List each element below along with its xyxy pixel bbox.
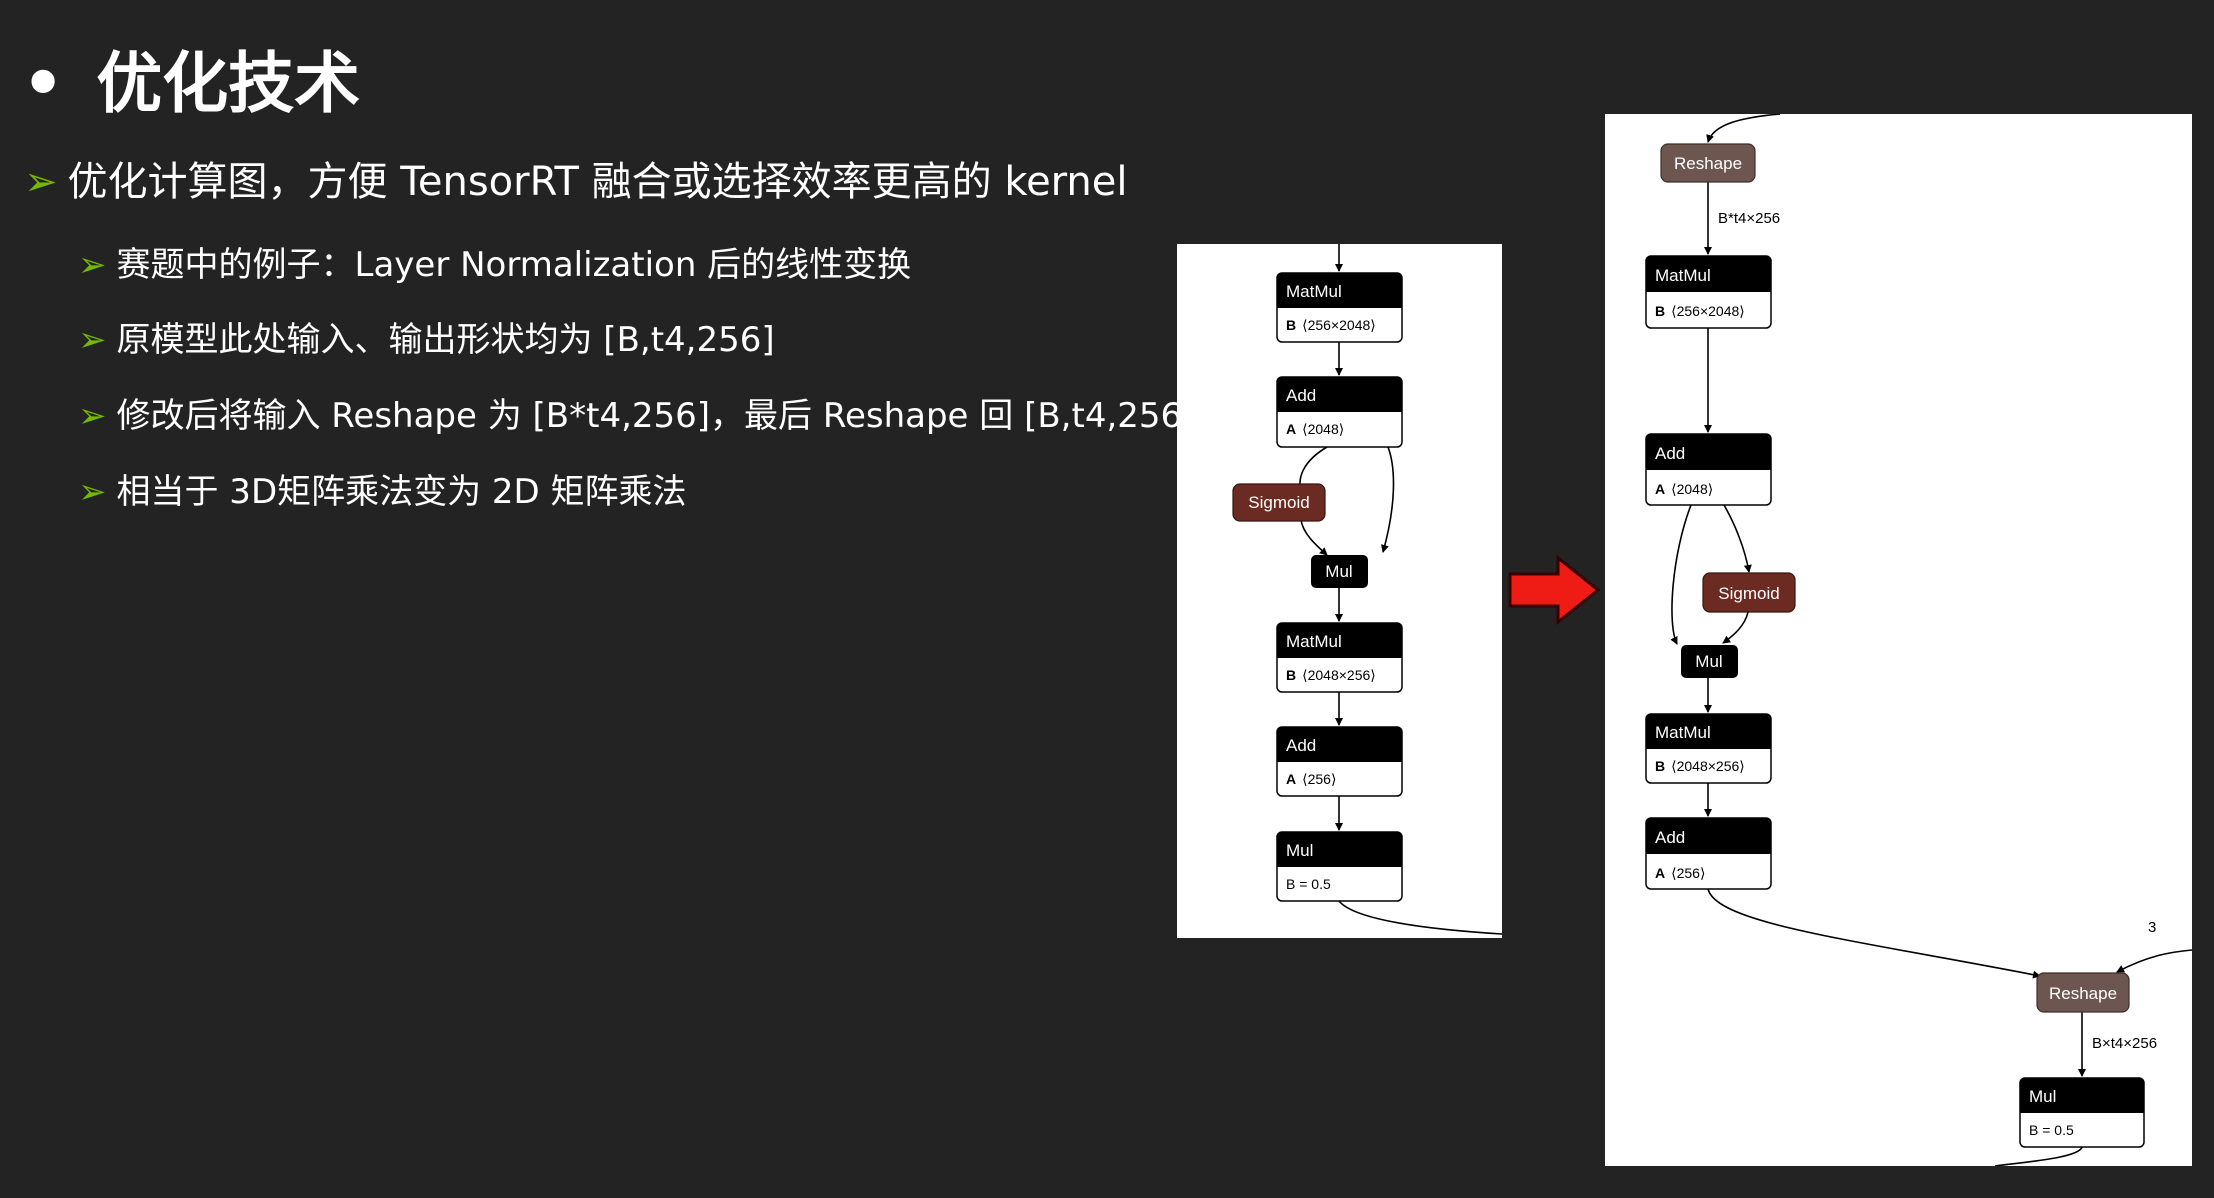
svg-text:A⟨2048⟩: A ⟨2048⟩ xyxy=(1286,421,1344,437)
sub-bullet-text: 相当于 3D矩阵乘法变为 2D 矩阵乘法 xyxy=(116,472,687,512)
optimized-graph-edges xyxy=(1670,114,2192,1166)
node-title: Add xyxy=(1655,444,1685,463)
node-title: Reshape xyxy=(1674,154,1742,173)
node-reshape-2: Reshape xyxy=(2036,972,2130,1013)
node-title: MatMul xyxy=(1286,282,1342,301)
node-attr-key: B xyxy=(1655,758,1665,774)
node-add-1: Add A ⟨2048⟩ xyxy=(1645,433,1772,506)
slide-title: • 优化技术 xyxy=(22,44,360,124)
sub-bullet-2: ➢原模型此处输入、输出形状均为 [B,t4,256] xyxy=(78,316,775,364)
node-attr-value: B = 0.5 xyxy=(1286,876,1331,892)
optimized-graph-panel: B*t4×256 3 B×t4×256 Reshape MatMul B ⟨256… xyxy=(1605,114,2192,1166)
node-title: Mul xyxy=(1695,652,1722,671)
edge-label-shape-input: 3 xyxy=(2148,919,2156,936)
node-add-2: Add A ⟨256⟩ xyxy=(1645,817,1772,890)
svg-text:B⟨256×2048⟩: B ⟨256×2048⟩ xyxy=(1286,317,1376,333)
node-matmul-2: MatMul B ⟨2048×256⟩ xyxy=(1276,622,1403,693)
node-title: Add xyxy=(1286,736,1316,755)
svg-text:B⟨256×2048⟩: B ⟨256×2048⟩ xyxy=(1655,303,1745,319)
green-arrow-icon: ➢ xyxy=(78,245,107,285)
node-sigmoid: Sigmoid xyxy=(1232,483,1326,522)
original-graph-svg: MatMul B ⟨256×2048⟩ Add A ⟨2048⟩ Sigmoid M… xyxy=(1232,244,1502,935)
main-bullet: ➢优化计算图，方便 TensorRT 融合或选择效率更高的 kernel xyxy=(24,154,1128,210)
node-title: MatMul xyxy=(1655,723,1711,742)
node-title: Mul xyxy=(1325,562,1352,581)
node-attr-value: B = 0.5 xyxy=(2029,1122,2074,1138)
green-arrow-icon: ➢ xyxy=(78,396,107,436)
node-title: Mul xyxy=(2029,1087,2056,1106)
green-arrow-icon: ➢ xyxy=(78,472,107,512)
sub-bullet-1: ➢赛题中的例子：Layer Normalization 后的线性变换 xyxy=(78,241,911,289)
original-graph-panel: MatMul B ⟨256×2048⟩ Add A ⟨2048⟩ Sigmoid M… xyxy=(1177,244,1502,938)
node-attr-key: A xyxy=(1655,865,1665,881)
sub-bullet-3: ➢修改后将输入 Reshape 为 [B*t4,256]，最后 Reshape … xyxy=(78,392,1195,440)
sub-bullet-4: ➢相当于 3D矩阵乘法变为 2D 矩阵乘法 xyxy=(78,468,687,516)
node-mul-1: Mul xyxy=(1311,555,1368,588)
svg-text:A⟨256⟩: A ⟨256⟩ xyxy=(1286,771,1336,787)
node-attr-key: A xyxy=(1655,481,1665,497)
node-attr-value: ⟨2048⟩ xyxy=(1671,481,1713,497)
node-title: Reshape xyxy=(2049,984,2117,1003)
node-sigmoid: Sigmoid xyxy=(1702,572,1796,613)
node-attr-key: A xyxy=(1286,771,1296,787)
node-attr-value: ⟨256⟩ xyxy=(1302,771,1336,787)
node-attr-key: B xyxy=(1286,317,1296,333)
bullet-dot-icon: • xyxy=(22,45,65,122)
node-matmul-2: MatMul B ⟨2048×256⟩ xyxy=(1645,713,1772,784)
red-right-arrow-icon xyxy=(1508,554,1601,626)
main-bullet-text: 优化计算图，方便 TensorRT 融合或选择效率更高的 kernel xyxy=(67,159,1128,205)
green-arrow-icon: ➢ xyxy=(78,320,107,360)
node-title: Add xyxy=(1655,828,1685,847)
sub-bullet-text: 原模型此处输入、输出形状均为 [B,t4,256] xyxy=(116,320,775,360)
sub-bullet-text: 赛题中的例子：Layer Normalization 后的线性变换 xyxy=(116,245,912,285)
optimized-graph-svg: B*t4×256 3 B×t4×256 Reshape MatMul B ⟨256… xyxy=(1645,114,2192,1166)
node-title: MatMul xyxy=(1655,266,1711,285)
node-mul-2: Mul B = 0.5 xyxy=(1276,831,1403,902)
node-attr-value: ⟨256×2048⟩ xyxy=(1302,317,1376,333)
sub-bullet-text: 修改后将输入 Reshape 为 [B*t4,256]，最后 Reshape 回… xyxy=(116,396,1196,436)
svg-text:A⟨2048⟩: A ⟨2048⟩ xyxy=(1655,481,1713,497)
node-title: Sigmoid xyxy=(1718,584,1779,603)
node-attr-value: ⟨256⟩ xyxy=(1671,865,1705,881)
node-attr-key: A xyxy=(1286,421,1296,437)
node-attr-value: ⟨2048×256⟩ xyxy=(1302,667,1376,683)
node-matmul-1: MatMul B ⟨256×2048⟩ xyxy=(1276,272,1403,343)
svg-text:B⟨2048×256⟩: B ⟨2048×256⟩ xyxy=(1286,667,1376,683)
edge-label-reshape-output: B*t4×256 xyxy=(1718,210,1780,227)
node-title: Mul xyxy=(1286,841,1313,860)
node-attr-value: ⟨2048×256⟩ xyxy=(1671,758,1745,774)
svg-text:A⟨256⟩: A ⟨256⟩ xyxy=(1655,865,1705,881)
node-mul-1: Mul xyxy=(1681,645,1738,678)
node-reshape-1: Reshape xyxy=(1660,143,1756,183)
original-graph-edges xyxy=(1295,244,1502,935)
node-attr-value: ⟨2048⟩ xyxy=(1302,421,1344,437)
svg-text:B⟨2048×256⟩: B ⟨2048×256⟩ xyxy=(1655,758,1745,774)
node-attr-key: B xyxy=(1655,303,1665,319)
node-title: Sigmoid xyxy=(1248,493,1309,512)
node-title: Add xyxy=(1286,386,1316,405)
node-attr-value: ⟨256×2048⟩ xyxy=(1671,303,1745,319)
node-title: MatMul xyxy=(1286,632,1342,651)
green-arrow-icon: ➢ xyxy=(24,159,58,205)
node-matmul-1: MatMul B ⟨256×2048⟩ xyxy=(1645,255,1772,329)
node-add-2: Add A ⟨256⟩ xyxy=(1276,726,1403,797)
node-mul-2: Mul B = 0.5 xyxy=(2019,1077,2145,1148)
slide-title-text: 优化技术 xyxy=(96,45,361,122)
edge-label-reshape-back-output: B×t4×256 xyxy=(2092,1035,2157,1052)
node-add-1: Add A ⟨2048⟩ xyxy=(1276,376,1403,448)
node-attr-key: B xyxy=(1286,667,1296,683)
